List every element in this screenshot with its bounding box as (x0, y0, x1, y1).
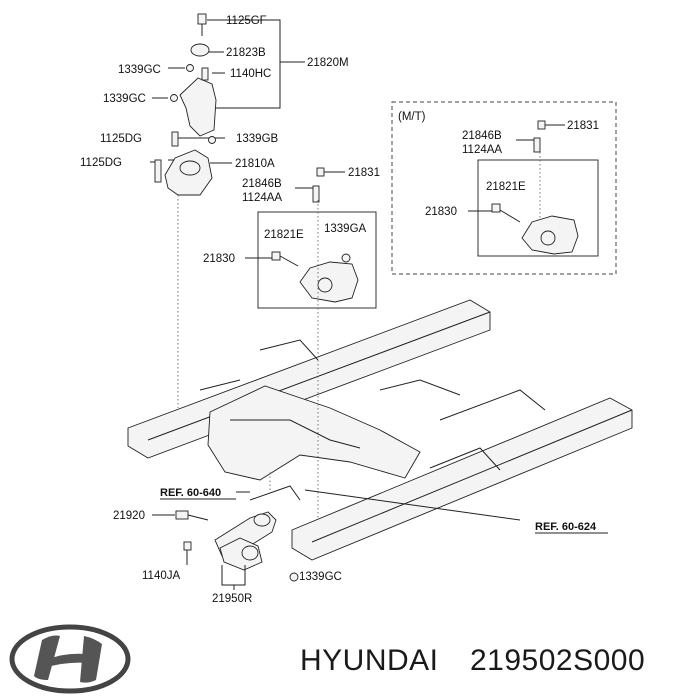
center-mount-group (245, 167, 377, 309)
bolt-21846b-center-icon (312, 185, 320, 203)
label-1140hc: 1140HC (230, 68, 271, 80)
label-1124aa-center: 1124AA (242, 192, 282, 204)
label-21831-mt: 21831 (567, 120, 599, 132)
label-21950r: 21950R (212, 593, 252, 605)
bolt-1125gf-icon (197, 13, 207, 25)
footer-part-number: 219502S000 (470, 644, 645, 677)
bushing-21823b-icon (190, 43, 210, 57)
nut-1339gc-a-icon (186, 64, 194, 72)
bolt-21846b-mt-icon (533, 137, 541, 153)
mt-variant-frame (391, 101, 617, 275)
label-21846b-center: 21846B (242, 178, 282, 190)
label-1125dg-a: 1125DG (100, 133, 142, 145)
bolt-1140hc-icon (201, 67, 209, 81)
label-ref-60-624: REF. 60-624 (535, 521, 597, 533)
bracket-21820m-icon (179, 77, 217, 137)
label-1339ga: 1339GA (324, 223, 367, 235)
bolt-1125dg-b-icon (154, 159, 162, 183)
right-rail (291, 397, 633, 561)
label-1125gf: 1125GF (226, 15, 267, 27)
label-21820m: 21820M (307, 57, 349, 69)
bolt-1140ja-icon (183, 541, 192, 551)
nut-1339gc-c-icon (289, 572, 299, 582)
bolt-21831-mt-icon (537, 120, 546, 130)
label-21831-center: 21831 (348, 167, 380, 179)
upper-mount-assembly (150, 13, 305, 196)
labels: 1125GF 21823B 21820M 1339GC 1140HC 1339G… (80, 15, 608, 605)
nut-1339gc-b-icon (170, 94, 178, 102)
label-1339gb: 1339GB (236, 133, 279, 145)
label-21830-mt: 21830 (425, 206, 457, 218)
label-ref-60-640: REF. 60-640 (160, 487, 221, 499)
label-21810a: 21810A (235, 158, 275, 170)
label-21821e-center: 21821E (264, 229, 304, 241)
label-1124aa-mt: 1124AA (462, 144, 502, 156)
leader-bracket-21820m (207, 19, 281, 109)
hyundai-logo-icon (9, 624, 131, 694)
cross-member (207, 385, 421, 481)
label-1140ja: 1140JA (142, 570, 180, 582)
label-21823b: 21823B (226, 47, 266, 59)
label-21821e-mt: 21821E (486, 181, 526, 193)
bolt-21920-icon (175, 510, 189, 520)
bolt-21831-center-icon (316, 167, 325, 177)
label-1125dg-b: 1125DG (80, 157, 122, 169)
footer-brand: HYUNDAI (300, 644, 439, 677)
label-21830-center: 21830 (203, 253, 235, 265)
label-1339gc-c: 1339GC (299, 571, 342, 583)
label-21846b-mt: 21846B (462, 130, 502, 142)
mt-variant-group (391, 101, 617, 275)
label-mt: (M/T) (398, 111, 426, 123)
label-1339gc-b: 1339GC (103, 93, 146, 105)
bolt-1125dg-a-icon (171, 131, 179, 147)
nut-1339ga-icon (341, 253, 351, 263)
roll-stopper-group (152, 510, 299, 590)
label-21920: 21920 (113, 510, 145, 522)
label-1339gc-a: 1339GC (118, 64, 161, 76)
chassis-frame (127, 195, 633, 561)
nut-1339gb-icon (208, 136, 216, 144)
